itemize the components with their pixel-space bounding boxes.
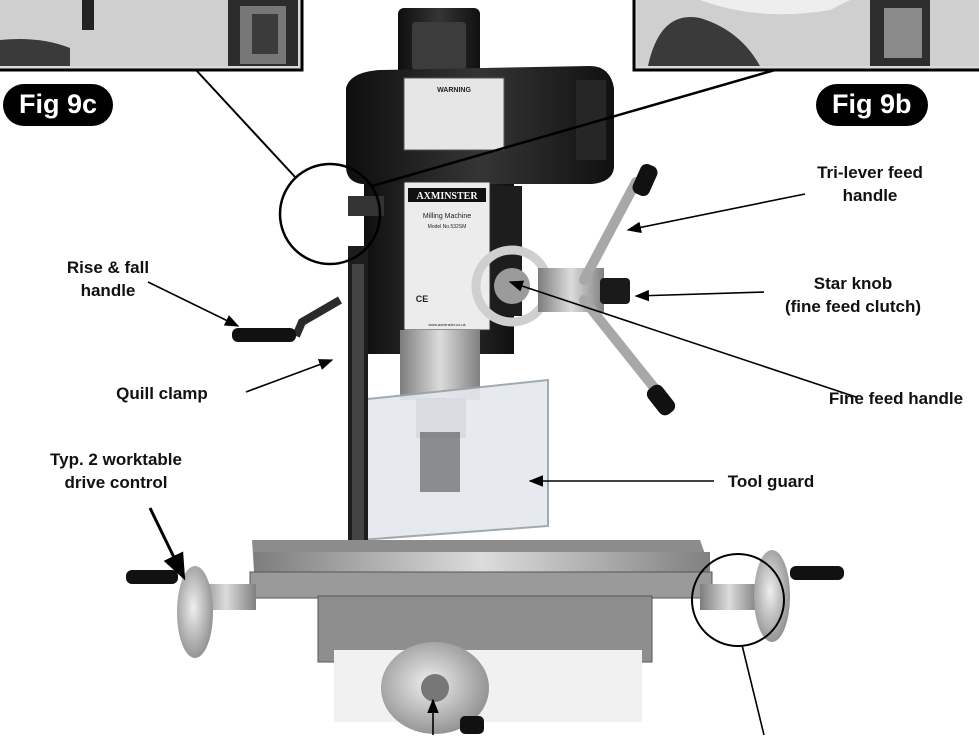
rise-fall-line-2: handle (80, 281, 136, 300)
plate-model: Model No.532SM (428, 224, 467, 230)
worktable-drive-line-2: drive control (64, 473, 168, 492)
fine-feed-handle-label: Fine feed handle (828, 389, 964, 408)
fine-feed-arrow (508, 280, 857, 398)
plate-ce-mark: CE (416, 294, 429, 304)
rise-fall-handle-label: Rise & fall handle (48, 256, 168, 302)
fig-9c-badge: Fig 9c (3, 84, 114, 126)
tri-lever-arrow (626, 193, 806, 234)
plate-subtitle: Milling Machine (423, 213, 471, 220)
worktable-drive-arrow (148, 507, 186, 581)
star-knob-line-1: Star knob (813, 274, 893, 293)
tri-lever-feed-label: Tri-lever feed handle (795, 161, 945, 207)
quill-clamp-label: Quill clamp (116, 384, 208, 403)
headstock (346, 8, 614, 354)
rise-fall-handle (232, 196, 384, 566)
plate-brand: AXMINSTER (416, 191, 478, 202)
fig-9c-highlight-circle (278, 162, 382, 266)
feed-assembly (471, 163, 676, 416)
star-knob-arrow (634, 289, 765, 302)
worktable-drive-line-1: Typ. 2 worktable (50, 450, 182, 469)
spindle-and-guard (356, 330, 549, 542)
worktable-drive-control-label: Typ. 2 worktable drive control (28, 448, 204, 494)
star-knob-label: Star knob (fine feed clutch) (762, 272, 944, 318)
tri-lever-line-2: handle (842, 186, 898, 205)
tool-guard-label: Tool guard (727, 472, 815, 491)
fig-9b-highlight-circle (691, 553, 785, 647)
quill-clamp-arrow (245, 359, 334, 393)
plate-url: www.axminster.co.uk (428, 322, 465, 327)
inset-photo-fig-9c (0, 0, 304, 72)
rise-fall-arrow (147, 281, 240, 327)
warning-label-text: WARNING (437, 87, 471, 94)
tri-lever-line-1: Tri-lever feed (817, 163, 923, 182)
star-knob-line-2: (fine feed clutch) (784, 297, 921, 316)
rise-fall-line-1: Rise & fall (66, 258, 150, 277)
fig-9b-badge: Fig 9b (816, 84, 928, 126)
worktable (126, 540, 844, 734)
inset-photo-fig-9b (632, 0, 979, 72)
fig-9b-connector (371, 68, 776, 188)
fig-9c-connector (195, 69, 297, 179)
right-wheel-connector (741, 644, 765, 736)
